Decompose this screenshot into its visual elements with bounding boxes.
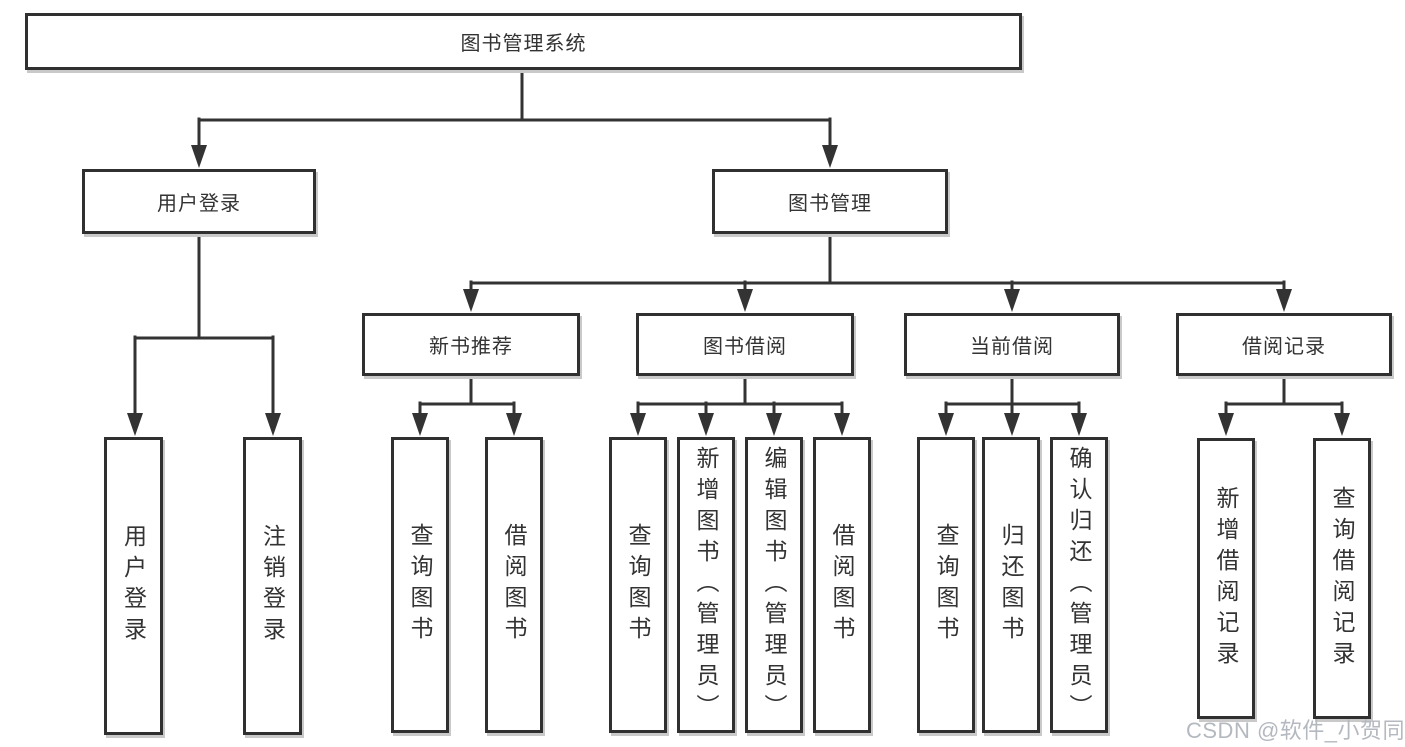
leaf-borrow-books-recommend-label: 借阅图书 [501,523,527,647]
leaf-query-books-current: 查询图书 [917,437,975,733]
leaf-confirm-return-admin-label: 确认归还（管理员） [1066,445,1092,725]
node-new-book-recommend: 新书推荐 [362,313,580,376]
leaf-return-book-label: 归还图书 [998,523,1024,647]
leaf-edit-book-admin: 编辑图书（管理员） [745,437,803,733]
leaf-query-books-recommend-label: 查询图书 [407,523,433,647]
node-user-login-label: 用户登录 [157,193,241,215]
node-current-borrow-label: 当前借阅 [970,336,1054,358]
connector-current-borrow [944,374,1081,420]
csdn-watermark: CSDN @软件_小贺同学 [1186,718,1405,743]
connector-root [197,67,832,152]
leaf-query-books-current-label: 查询图书 [933,523,959,647]
leaf-add-book-admin: 新增图书（管理员） [677,437,735,733]
node-library-system: 图书管理系统 [25,13,1022,70]
connector-borrow-records [1224,374,1344,420]
leaf-user-login-label: 用户登录 [120,524,147,648]
node-new-book-recommend-label: 新书推荐 [429,336,513,358]
leaf-borrow-books-recommend: 借阅图书 [485,437,543,733]
leaf-return-book: 归还图书 [982,437,1040,733]
leaf-logout: 注销登录 [243,437,302,735]
leaf-edit-book-admin-label: 编辑图书（管理员） [761,445,787,725]
leaf-query-borrow-record-label: 查询借阅记录 [1329,485,1355,672]
node-book-borrow-label: 图书借阅 [703,336,787,358]
leaf-add-book-admin-label: 新增图书（管理员） [693,445,719,725]
node-borrow-records: 借阅记录 [1176,313,1392,376]
connector-user-login [133,232,275,420]
node-library-system-label: 图书管理系统 [460,33,587,55]
leaf-confirm-return-admin: 确认归还（管理员） [1050,437,1108,733]
node-book-management-label: 图书管理 [788,193,872,215]
leaf-borrow-books-2: 借阅图书 [813,437,871,733]
leaf-query-books-borrow-label: 查询图书 [625,523,651,647]
connector-book-management [469,232,1286,297]
leaf-query-borrow-record: 查询借阅记录 [1313,438,1371,719]
arrowheads [127,145,1350,436]
connector-new-book-recommend [418,374,516,420]
leaf-query-books-borrow: 查询图书 [609,437,667,733]
connector-book-borrow [636,374,844,420]
leaf-add-borrow-record: 新增借阅记录 [1197,438,1255,719]
node-borrow-records-label: 借阅记录 [1242,336,1326,358]
leaf-query-books-recommend: 查询图书 [391,437,449,733]
leaf-add-borrow-record-label: 新增借阅记录 [1213,485,1239,672]
node-book-borrow: 图书借阅 [636,313,854,376]
leaf-logout-label: 注销登录 [259,524,286,648]
leaf-user-login: 用户登录 [104,437,163,735]
node-book-management: 图书管理 [712,169,948,234]
node-user-login: 用户登录 [82,169,316,234]
leaf-borrow-books-2-label: 借阅图书 [829,523,855,647]
node-current-borrow: 当前借阅 [904,313,1120,376]
